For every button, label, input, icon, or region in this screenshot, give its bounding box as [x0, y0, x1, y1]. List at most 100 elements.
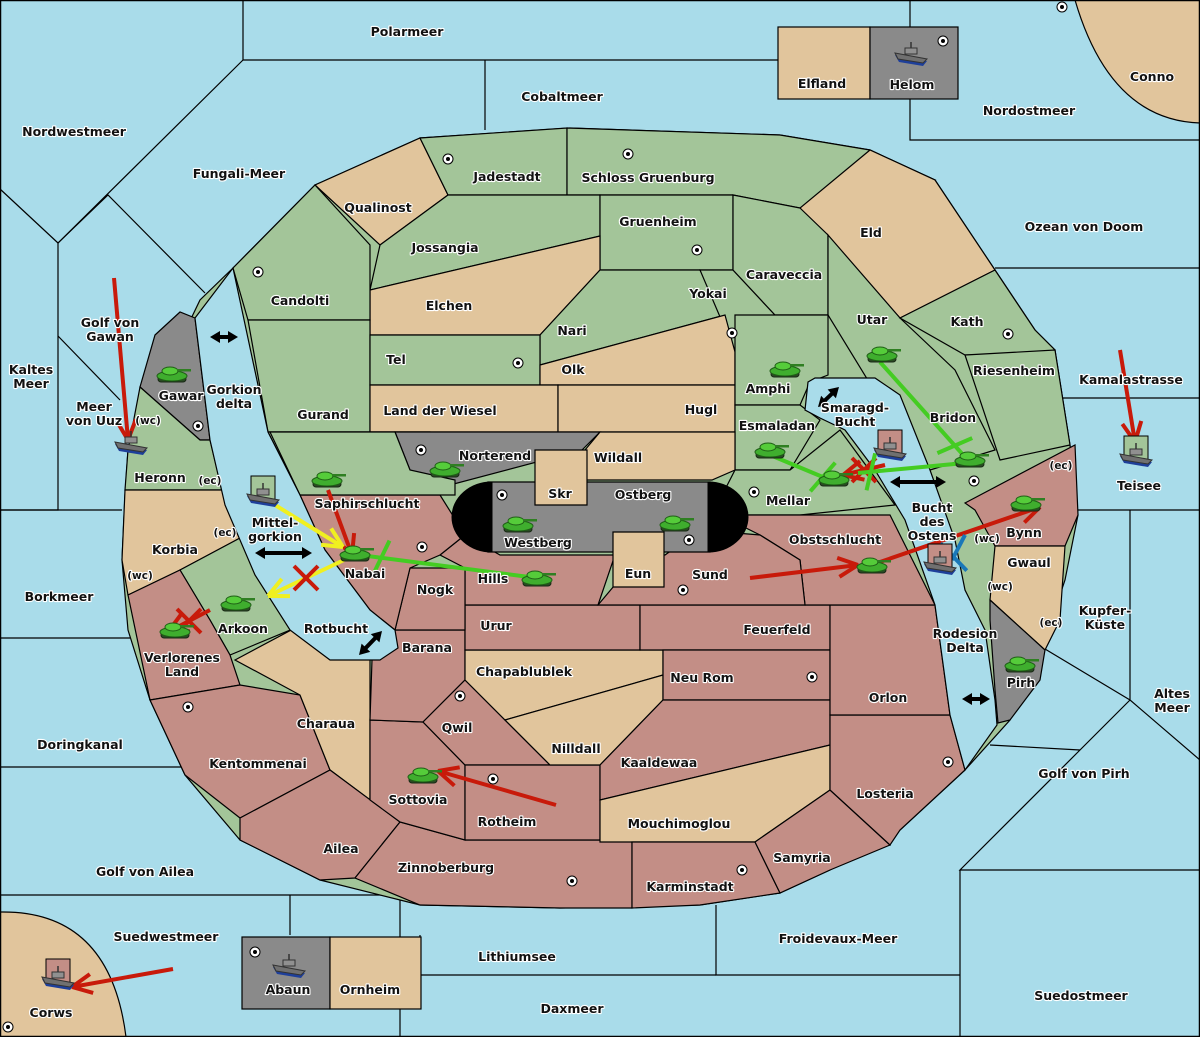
- territories-label-kaaldewaa[interactable]: Kaaldewaa: [620, 754, 699, 771]
- territories-label-skr[interactable]: Skr: [547, 485, 574, 502]
- territories-label-corws[interactable]: Corws: [28, 1004, 73, 1021]
- territories-label-kentommenai[interactable]: Kentommenai: [208, 755, 308, 772]
- army-unit-esmaladan[interactable]: [754, 442, 789, 459]
- territories-label-westberg[interactable]: Westberg: [503, 534, 573, 551]
- territories-label-arkoon[interactable]: Arkoon: [217, 620, 269, 637]
- territories-label-bridon[interactable]: Bridon: [929, 409, 978, 426]
- territories-label-feuerfeld[interactable]: Feuerfeld: [742, 621, 811, 638]
- territories-label-caraveccia[interactable]: Caraveccia: [745, 266, 824, 283]
- territories-label-ailea[interactable]: Ailea: [322, 840, 359, 857]
- seas-label-nordostmeer[interactable]: Nordostmeer: [982, 102, 1077, 119]
- territories-label-chapablublek[interactable]: Chapablublek: [475, 663, 574, 680]
- fleet-unit-abaun[interactable]: [272, 954, 307, 978]
- seas-label-suedostmeer[interactable]: Suedostmeer: [1033, 987, 1130, 1004]
- fleet-unit-helom[interactable]: [894, 42, 929, 66]
- territories-label-helom[interactable]: Helom: [888, 76, 935, 93]
- territories-label-gwaul[interactable]: Gwaul: [1006, 554, 1052, 571]
- seas-label-froidevaux-meer[interactable]: Froidevaux-Meer: [778, 930, 900, 947]
- territories-label-yokai[interactable]: Yokai: [687, 285, 728, 302]
- territories-label-norterend[interactable]: Norterend: [458, 447, 532, 464]
- army-unit-norterend[interactable]: [429, 461, 464, 478]
- army-unit-gawar[interactable]: [156, 366, 191, 383]
- territories-label-esmaladan[interactable]: Esmaladan: [738, 417, 817, 434]
- territories-label-samyria[interactable]: Samyria: [772, 849, 832, 866]
- fleet-unit-bucht-des-ostens[interactable]: [923, 543, 958, 575]
- seas-label-nordwestmeer[interactable]: Nordwestmeer: [21, 123, 128, 140]
- territories-label-ornheim[interactable]: Ornheim: [339, 981, 402, 998]
- territories-label-pirh[interactable]: Pirh: [1006, 674, 1037, 691]
- army-unit-utar[interactable]: [866, 346, 901, 363]
- seas-label-fungali-meer[interactable]: Fungali-Meer: [192, 165, 287, 182]
- territories-label-heronn[interactable]: Heronn: [133, 469, 187, 486]
- territories-label-barana[interactable]: Barana: [401, 639, 453, 656]
- seas-label-daxmeer[interactable]: Daxmeer: [539, 1000, 605, 1017]
- territories-label-mouchimoglou[interactable]: Mouchimoglou: [626, 815, 731, 832]
- territories-label-gawar[interactable]: Gawar: [157, 387, 205, 404]
- seas-label-golf-von-pirh[interactable]: Golf von Pirh: [1037, 765, 1131, 782]
- seas-label-smaragd-bucht[interactable]: Smaragd-Bucht: [820, 399, 890, 430]
- territories-label-riesenheim[interactable]: Riesenheim: [972, 362, 1056, 379]
- fleet-unit-teisee[interactable]: [1119, 435, 1154, 467]
- territories-label-abaun[interactable]: Abaun: [264, 981, 311, 998]
- territories-label-zinnoberburg[interactable]: Zinnoberburg: [397, 859, 495, 876]
- territories-label-conno[interactable]: Conno: [1129, 68, 1176, 85]
- seas-label-kamalastrasse[interactable]: Kamalastrasse: [1078, 371, 1184, 388]
- territories-label-utar[interactable]: Utar: [856, 311, 890, 328]
- army-unit-nabai[interactable]: [339, 545, 374, 562]
- territories-label-eun[interactable]: Eun: [624, 565, 653, 582]
- territories-label-elchen[interactable]: Elchen: [425, 297, 474, 314]
- army-unit-arkoon[interactable]: [220, 595, 255, 612]
- territories-label-charaua[interactable]: Charaua: [296, 715, 357, 732]
- fleet-unit-mittelgorkion[interactable]: [246, 475, 281, 507]
- territories-label-ostberg[interactable]: Ostberg: [614, 486, 673, 503]
- fleet-unit-smaragd-bucht[interactable]: [873, 429, 908, 461]
- territories-label-kath[interactable]: Kath: [949, 313, 984, 330]
- territories-label-amphi[interactable]: Amphi: [744, 380, 791, 397]
- territories-label-tel[interactable]: Tel: [385, 351, 407, 368]
- army-unit-mellar[interactable]: [818, 470, 853, 487]
- territories-label-schloss-gruenburg[interactable]: Schloss Gruenburg: [580, 169, 715, 186]
- territories-label-gruenheim[interactable]: Gruenheim: [618, 213, 698, 230]
- territories-label-olk[interactable]: Olk: [560, 361, 586, 378]
- army-unit-saphirschlucht[interactable]: [311, 471, 346, 488]
- territories-label-sottovia[interactable]: Sottovia: [387, 791, 448, 808]
- army-unit-ostberg[interactable]: [659, 515, 694, 532]
- territories-label-rotheim[interactable]: Rotheim: [476, 813, 537, 830]
- territories-label-nogk[interactable]: Nogk: [416, 581, 455, 598]
- territories-label-qualinost[interactable]: Qualinost: [343, 199, 413, 216]
- territories-label-nari[interactable]: Nari: [556, 322, 588, 339]
- army-unit-bynn[interactable]: [1010, 495, 1045, 512]
- territories-label-obstschlucht[interactable]: Obstschlucht: [788, 531, 882, 548]
- territories-label-korbia[interactable]: Korbia: [151, 541, 199, 558]
- army-unit-amphi[interactable]: [769, 361, 804, 378]
- territories-label-neu-rom[interactable]: Neu Rom: [669, 669, 735, 686]
- seas-label-golf-von-ailea[interactable]: Golf von Ailea: [95, 863, 195, 880]
- army-unit-hills[interactable]: [521, 570, 556, 587]
- territories-label-jossangia[interactable]: Jossangia: [409, 239, 479, 256]
- territories-label-karminstadt[interactable]: Karminstadt: [645, 878, 734, 895]
- army-unit-obstschlucht[interactable]: [856, 557, 891, 574]
- territories-label-orlon[interactable]: Orlon: [868, 689, 909, 706]
- fleet-unit-corws[interactable]: [41, 958, 76, 990]
- army-unit-westberg[interactable]: [502, 516, 537, 533]
- seas-label-ozean-von-doom[interactable]: Ozean von Doom: [1024, 218, 1145, 235]
- territories-label-eld[interactable]: Eld: [859, 224, 883, 241]
- army-unit-pirh[interactable]: [1004, 656, 1039, 673]
- territories-label-urur[interactable]: Urur: [479, 617, 513, 634]
- territories-label-gurand[interactable]: Gurand: [296, 406, 350, 423]
- territories-label-land-der-wiesel[interactable]: Land der Wiesel: [382, 402, 497, 419]
- seas-label-polarmeer[interactable]: Polarmeer: [370, 23, 446, 40]
- seas-label-kupfer-k-ste[interactable]: Kupfer-Küste: [1078, 602, 1133, 633]
- territories-label-hills[interactable]: Hills: [477, 570, 510, 587]
- territories-label-bynn[interactable]: Bynn: [1005, 524, 1043, 541]
- army-unit-verlorenes-land[interactable]: [159, 622, 194, 639]
- territories-label-jadestadt[interactable]: Jadestadt: [471, 168, 542, 185]
- territories-label-hugl[interactable]: Hugl: [684, 401, 719, 418]
- territories-label-qwil[interactable]: Qwil: [441, 719, 474, 736]
